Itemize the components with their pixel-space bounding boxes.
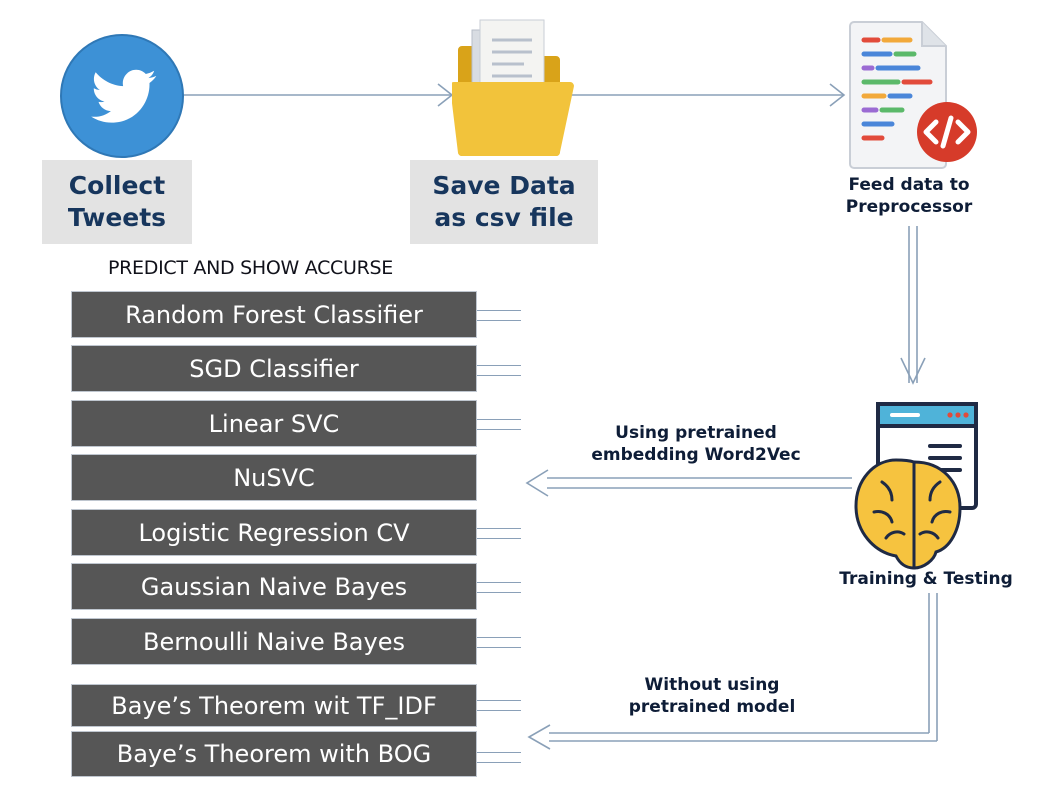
arrowhead-save-to-feed [829,83,846,107]
classifier-box: SGD Classifier [71,345,477,392]
connector-stub [477,647,521,648]
connector-stub [477,592,521,593]
classifier-box: Logistic Regression CV [71,509,477,556]
arrowhead-feed-to-train [900,357,926,385]
connector-stub [477,762,521,763]
connector-stub [477,419,521,420]
classifier-box: Random Forest Classifier [71,291,477,338]
connector-stub [477,637,521,638]
bayes-box: Baye’s Theorem with BOG [71,731,477,777]
connector-stub [477,375,521,376]
classifier-box: Linear SVC [71,400,477,447]
collect-tweets-label: Collect Tweets [42,160,192,244]
connector-stub [477,365,521,366]
connector-stub [477,582,521,583]
arrowhead-train-to-bayes [527,724,551,750]
classifier-box: Gaussian Naive Bayes [71,563,477,610]
code-document-icon [848,20,982,175]
save-data-label: Save Data as csv file [410,160,598,244]
connector-stub [477,528,521,529]
connector-stub [477,710,521,711]
classifier-box: Bernoulli Naive Bayes [71,618,477,665]
feed-preprocessor-label: Feed data to Preprocessor [845,175,973,217]
connector-stub [477,700,521,701]
connector-stub [477,538,521,539]
training-testing-label: Training & Testing [839,569,1013,589]
predict-heading: PREDICT AND SHOW ACCURSE [108,257,393,279]
pretrained-edge-label: Using pretrained embedding Word2Vec [591,423,801,465]
no-pretrained-edge-label: Without using pretrained model [628,675,796,717]
bayes-box: Baye’s Theorem wit TF_IDF [71,684,477,727]
connector-stub [477,429,521,430]
brain-window-icon [852,400,982,575]
twitter-icon [60,34,184,163]
connector-stub [477,320,521,321]
arrowhead-train-to-classifiers [525,469,549,497]
classifier-box: NuSVC [71,454,477,501]
folder-icon [449,16,576,167]
connector-stub [477,752,521,753]
connector-stub [477,310,521,311]
